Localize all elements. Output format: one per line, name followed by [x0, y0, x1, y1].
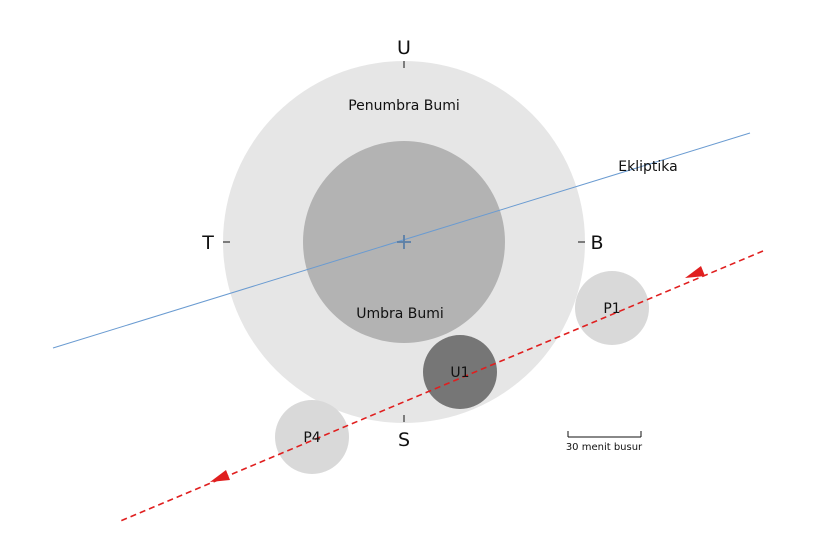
u1-label: U1: [450, 365, 469, 381]
ecliptic-label: Ekliptika: [618, 159, 677, 175]
ecliptic-line: [52, 132, 751, 349]
path-arrow-end-icon: [210, 470, 230, 482]
north-label: U: [397, 37, 411, 59]
scale-label: 30 menit busur: [566, 442, 643, 453]
p1-label: P1: [603, 301, 620, 317]
south-label: S: [398, 429, 410, 451]
east-label: T: [201, 232, 214, 254]
earth-center-cross-icon: [397, 235, 411, 249]
path-arrow-start-icon: [685, 266, 705, 278]
moon-u1: [423, 335, 497, 409]
scale-bar: [567, 431, 642, 438]
moon-p1: [575, 271, 649, 345]
umbra-label: Umbra Bumi: [356, 306, 444, 322]
west-label: B: [590, 232, 603, 254]
moon-p4: [275, 400, 349, 474]
p4-label: P4: [303, 430, 320, 446]
penumbra-label: Penumbra Bumi: [348, 98, 460, 114]
